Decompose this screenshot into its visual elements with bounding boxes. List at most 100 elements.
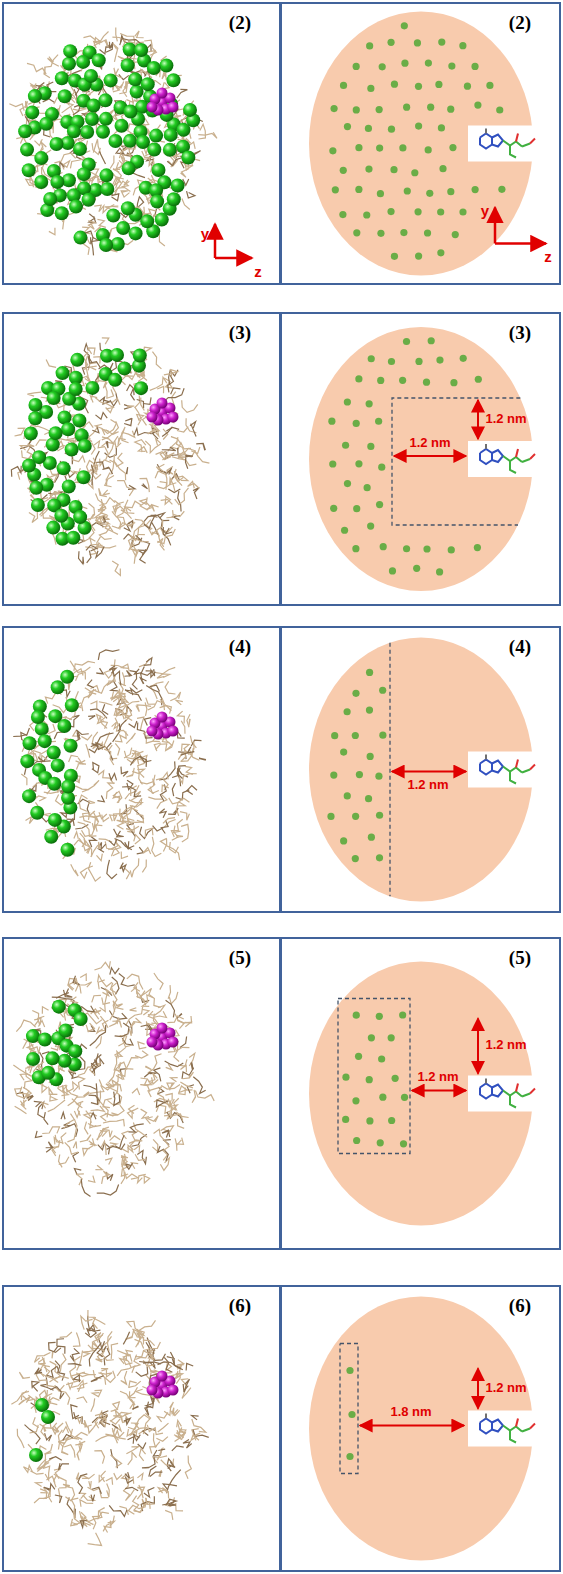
green-sphere — [62, 479, 76, 493]
lipid-stick — [189, 719, 190, 726]
ligand-bond — [492, 135, 503, 147]
green-dot — [328, 418, 335, 425]
lipid-stick — [111, 1402, 120, 1411]
magenta-molecule — [168, 1037, 179, 1048]
green-sphere — [28, 411, 42, 425]
lipid-stick — [144, 658, 152, 666]
green-sphere — [22, 163, 36, 177]
lipid-stick — [147, 1116, 158, 1122]
lipid-stick — [157, 520, 163, 537]
green-dot — [388, 126, 395, 133]
green-sphere — [50, 175, 64, 189]
lipid-stick — [103, 1098, 112, 1107]
lipid-stick — [102, 420, 116, 434]
lipid-stick — [125, 841, 135, 848]
lipid-stick — [68, 683, 70, 690]
lipid-stick — [150, 1447, 157, 1454]
lipid-stick — [91, 701, 97, 708]
lipid-stick — [185, 766, 193, 774]
lipid-stick — [153, 1348, 161, 1364]
lipid-stick — [73, 1512, 80, 1525]
lipid-stick — [73, 976, 80, 985]
lipid-stick — [29, 511, 38, 522]
lipid-stick — [177, 1360, 184, 1365]
lipid-stick — [139, 1428, 146, 1434]
lipid-stick — [121, 510, 132, 519]
lipid-stick — [88, 348, 95, 355]
lipid-stick — [62, 1427, 68, 1433]
lipid-stick — [112, 561, 120, 575]
lipid-stick — [141, 398, 145, 411]
green-sphere — [80, 125, 94, 139]
lipid-stick — [98, 1020, 108, 1031]
lipid-stick — [124, 1490, 135, 1501]
green-sphere — [152, 163, 166, 177]
lipid-stick — [119, 85, 127, 96]
lipid-stick — [110, 1136, 121, 1141]
lipid-stick — [65, 1487, 74, 1501]
lipid-stick — [114, 1473, 122, 1479]
green-dot — [448, 62, 455, 69]
lipid-stick — [77, 1174, 84, 1185]
lipid-stick — [58, 1430, 62, 1450]
lipid-stick — [152, 1139, 157, 1151]
lipid-stick — [129, 1391, 134, 1403]
green-dot — [340, 82, 347, 89]
lipid-stick — [128, 1452, 137, 1465]
lipid-stick — [76, 786, 89, 789]
lipid-stick — [192, 741, 194, 755]
lipid-stick — [64, 1445, 75, 1458]
lipid-stick — [194, 450, 209, 463]
lipid-stick — [129, 1381, 141, 1387]
lipid-stick — [109, 1017, 119, 1026]
green-sphere — [41, 1410, 55, 1424]
lipid-stick — [122, 1159, 127, 1166]
lipid-stick — [44, 1112, 48, 1124]
lipid-stick — [135, 440, 146, 452]
lipid-stick — [89, 1095, 100, 1101]
lipid-stick — [91, 1376, 104, 1382]
lipid-stick — [113, 177, 124, 184]
green-sphere — [29, 481, 43, 495]
lipid-stick — [166, 528, 173, 534]
lipid-stick — [57, 1339, 64, 1346]
lipid-stick — [86, 545, 97, 551]
lipid-stick — [136, 1367, 148, 1376]
lipid-stick — [145, 702, 147, 716]
green-sphere — [47, 777, 61, 791]
green-dot — [388, 358, 395, 365]
lipid-stick — [101, 1471, 106, 1482]
lipid-stick — [96, 854, 102, 861]
lipid-stick — [78, 822, 97, 836]
lipid-stick — [175, 1138, 181, 1145]
green-sphere — [121, 201, 135, 215]
lipid-stick — [149, 1355, 155, 1361]
green-dot — [414, 39, 421, 46]
green-sphere — [149, 129, 163, 143]
lipid-stick — [142, 1009, 149, 1015]
lipid-stick — [185, 1456, 191, 1479]
magenta-molecule — [147, 1385, 158, 1396]
lipid-stick — [71, 864, 78, 876]
green-sphere — [167, 73, 181, 87]
green-sphere — [55, 206, 69, 220]
green-dot — [498, 186, 505, 193]
green-sphere — [85, 381, 99, 395]
lipid-stick — [26, 1095, 33, 1100]
green-dot — [387, 208, 394, 215]
green-sphere — [167, 192, 181, 206]
green-sphere — [52, 1000, 66, 1014]
lipid-stick — [121, 767, 128, 777]
lipid-stick — [160, 1136, 169, 1151]
lipid-stick — [122, 664, 130, 671]
lipid-stick — [20, 1100, 24, 1107]
magenta-molecule — [157, 398, 168, 409]
lipid-stick — [167, 1112, 183, 1123]
lipid-stick — [62, 1440, 69, 1455]
green-sphere — [69, 382, 83, 396]
lipid-stick — [166, 1000, 175, 1017]
lipid-stick — [123, 1332, 129, 1344]
green-sphere — [26, 1052, 40, 1066]
green-sphere — [22, 459, 36, 473]
lipid-stick — [86, 1111, 91, 1123]
